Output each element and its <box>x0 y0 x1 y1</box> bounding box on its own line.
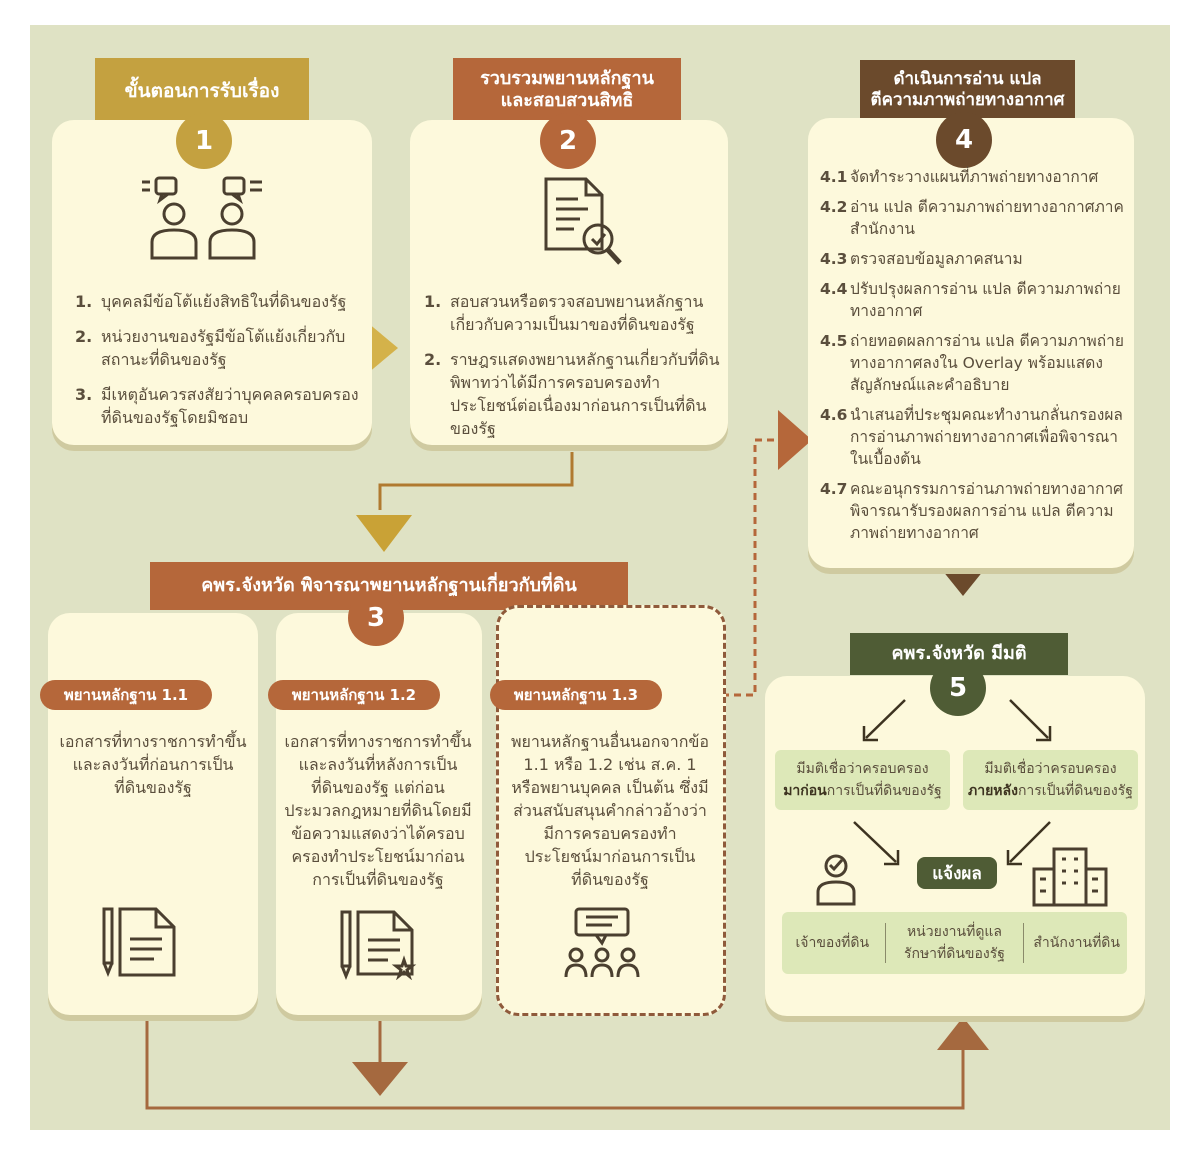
step1-item: 2.หน่วยงานของรัฐมีข้อโต้แย้งเกี่ยวกับสถา… <box>75 327 346 369</box>
step2-title-banner: รวบรวมพยานหลักฐาน และสอบสวนสิทธิ <box>453 58 681 122</box>
step4-number-badge: 4 <box>936 112 992 168</box>
step2-number: 2 <box>558 126 578 156</box>
step1-item: 3.มีเหตุอันควรสงสัยว่าบุคคลครอบครองที่ดิ… <box>75 385 359 427</box>
evidence-1-1-label: พยานหลักฐาน 1.1 <box>40 680 212 710</box>
evidence-1-2-label: พยานหลักฐาน 1.2 <box>268 680 440 710</box>
recipients-bar: เจ้าของที่ดิน หน่วยงานที่ดูแลรักษาที่ดิน… <box>782 912 1127 974</box>
step5-number: 5 <box>948 673 968 703</box>
connector-bottom-loop <box>145 1015 965 1110</box>
arrow-step4-to-step5 <box>934 560 992 596</box>
step1-item: 1.บุคคลมีข้อโต้แย้งสิทธิในที่ดินของรัฐ <box>75 292 347 311</box>
connector-step3-to-step4 <box>722 438 778 697</box>
step2-card <box>410 120 728 445</box>
office-building-icon <box>1030 845 1110 911</box>
divider <box>885 923 887 963</box>
step3-title: คพร.จังหวัด พิจารณาพยานหลักฐานเกี่ยวกับท… <box>201 574 577 596</box>
step1-title: ขั้นตอนการรับเรื่อง <box>124 80 280 103</box>
step5-title: คพร.จังหวัด มีมติ <box>891 642 1027 664</box>
arrow-into-step4 <box>778 410 812 470</box>
evidence-1-1-text: เอกสารที่ทางราชการทำขึ้นและลงวันที่ก่อนก… <box>59 732 247 797</box>
step1-number-badge: 1 <box>176 113 232 169</box>
step1-number: 1 <box>194 126 214 156</box>
step4-card <box>808 118 1134 568</box>
step2-number-badge: 2 <box>540 113 596 169</box>
document-magnifier-icon <box>540 175 630 274</box>
connector-step2-to-step3 <box>378 452 574 510</box>
evidence-1-3-label: พยานหลักฐาน 1.3 <box>490 680 662 710</box>
recipient-landowner: เจ้าของที่ดิน <box>795 935 870 951</box>
resolution-before-box: มีมติเชื่อว่าครอบครอง มาก่อนการเป็นที่ดิ… <box>775 750 950 810</box>
evidence-1-3-text: พยานหลักฐานอื่นนอกจากข้อ 1.1 หรือ 1.2 เช… <box>510 732 709 889</box>
step4-number: 4 <box>954 125 974 155</box>
step2-item: 1.สอบสวนหรือตรวจสอบพยานหลักฐานเกี่ยวกับค… <box>424 292 704 334</box>
recipient-state-agency: หน่วยงานที่ดูแลรักษาที่ดินของรัฐ <box>903 924 1005 962</box>
arrow-into-step3 <box>356 515 412 552</box>
evidence-1-3-card <box>496 605 726 1016</box>
recipient-land-office: สำนักงานที่ดิน <box>1033 935 1120 951</box>
evidence-1-2-text: เอกสารที่ทางราชการทำขึ้นและลงวันที่หลังก… <box>284 732 472 889</box>
step4-title-line2: ตีความภาพถ่ายทางอากาศ <box>870 90 1065 110</box>
person-checkmark-icon <box>812 848 860 910</box>
step5-number-badge: 5 <box>930 660 986 716</box>
step2-title-line2: และสอบสวนสิทธิ <box>500 90 634 111</box>
divider <box>1022 923 1024 963</box>
step2-list: 1.สอบสวนหรือตรวจสอบพยานหลักฐานเกี่ยวกับค… <box>424 290 724 452</box>
pencil-document-star-icon <box>338 908 418 984</box>
arrow-down-bottom <box>352 1062 408 1096</box>
pencil-document-icon <box>100 905 180 981</box>
step2-title-line1: รวบรวมพยานหลักฐาน <box>480 67 654 89</box>
step3-number-badge: 3 <box>348 590 404 646</box>
arrow-into-step5 <box>937 1017 989 1050</box>
notify-result-badge: แจ้งผล <box>917 857 997 889</box>
step2-item: 2.ราษฎรแสดงพยานหลักฐานเกี่ยวกับที่ดินพิพ… <box>424 350 720 438</box>
step4-title-banner: ดำเนินการอ่าน แปล ตีความภาพถ่ายทางอากาศ <box>860 60 1075 120</box>
step1-card <box>52 120 372 445</box>
resolution-after-box: มีมติเชื่อว่าครอบครอง ภายหลังการเป็นที่ด… <box>963 750 1138 810</box>
step3-number: 3 <box>366 603 386 633</box>
two-people-talking-icon <box>138 172 268 266</box>
step1-list: 1.บุคคลมีข้อโต้แย้งสิทธิในที่ดินของรัฐ 2… <box>75 290 360 441</box>
step4-title-line1: ดำเนินการอ่าน แปล <box>893 68 1042 89</box>
group-meeting-icon <box>562 905 642 985</box>
